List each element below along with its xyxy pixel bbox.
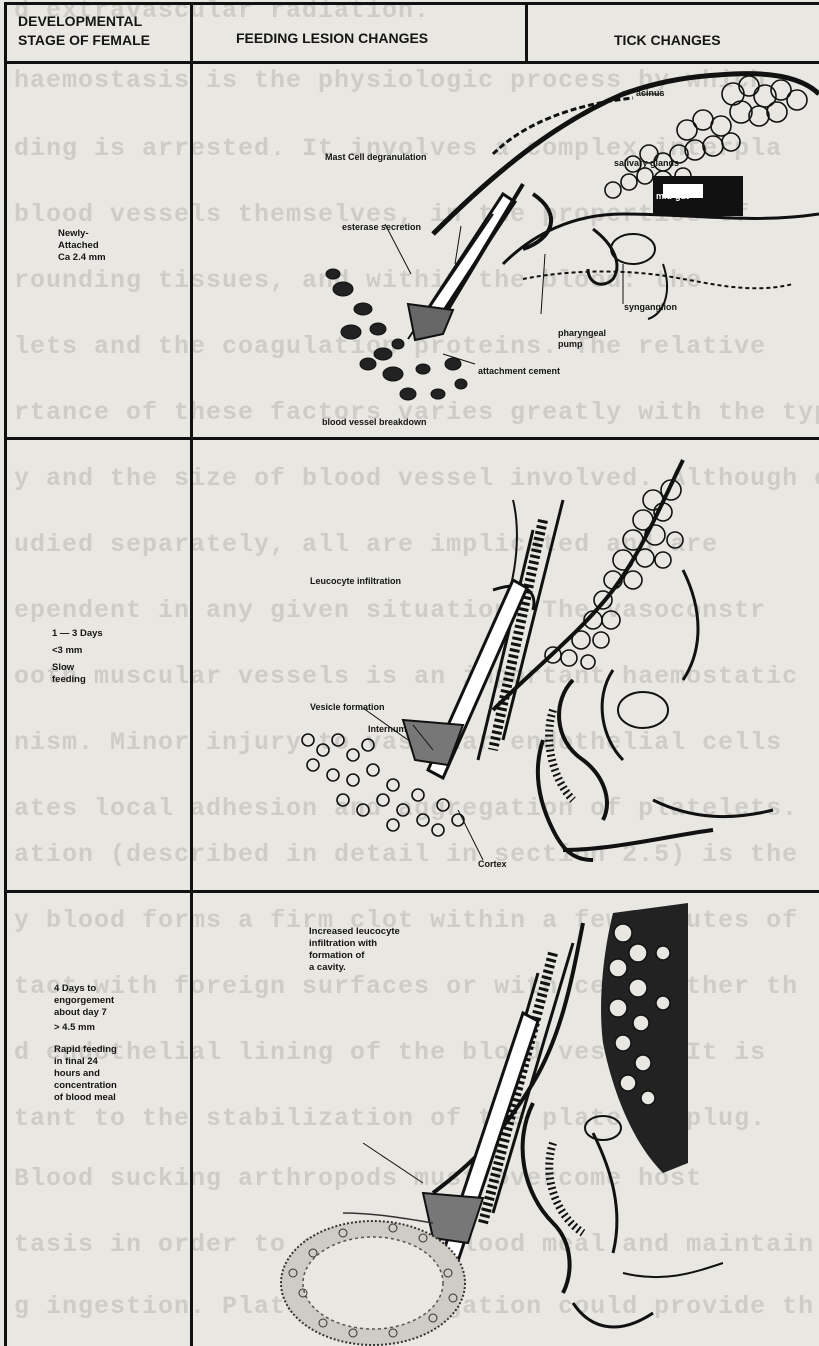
row2-stage-line4: feeding — [52, 674, 103, 686]
row2-stage-line2: <3 mm — [52, 645, 103, 657]
label-pharyngeal-pump: pharyngeal pump — [558, 328, 606, 350]
row2-stage-line3: Slow — [52, 662, 103, 674]
label-internum: Internum — [368, 724, 407, 735]
row3-stage-line4: > 4.5 mm — [54, 1022, 117, 1034]
row2-stage: 1 — 3 Days <3 mm Slow feeding — [52, 628, 103, 686]
row3-stage-line7: hours and — [54, 1068, 117, 1080]
label-leucocyte-infiltration: Leucocyte infiltration — [310, 576, 401, 587]
column-divider-2 — [525, 2, 528, 62]
row3-stage-line6: in final 24 — [54, 1056, 117, 1068]
label-increased-leucocyte: Increased leucocyte infiltration with fo… — [309, 926, 400, 974]
header-feeding-lesion: FEEDING LESION CHANGES — [236, 29, 428, 48]
header-stage: DEVELOPMENTAL STAGE OF FEMALE — [18, 12, 150, 50]
label-vesicle-formation: Vesicle formation — [310, 702, 385, 713]
label-increased-line2: infiltration with — [309, 938, 400, 950]
header-stage-line2: STAGE OF FEMALE — [18, 31, 150, 50]
label-increased-line3: formation of — [309, 950, 400, 962]
row3-stage: 4 Days to engorgement about day 7 > 4.5 … — [54, 983, 117, 1104]
row3-stage-line9: of blood meal — [54, 1092, 117, 1104]
row3-stage-line1: 4 Days to — [54, 983, 117, 995]
label-increased-line1: Increased leucocyte — [309, 926, 400, 938]
label-synganglion: synganglion — [624, 302, 677, 313]
header-tick-changes: TICK CHANGES — [614, 31, 721, 50]
label-acinus: acinus — [636, 88, 665, 99]
label-pharyngeal-line2: pump — [558, 339, 606, 350]
label-mast-cell: Mast Cell degranulation — [325, 152, 427, 163]
row1-stage-line3: Ca 2.4 mm — [58, 252, 106, 264]
label-esterase-secretion: esterase secretion — [342, 222, 421, 233]
illustration-slow-feeding — [193, 440, 819, 890]
row1-stage-line1: Newly- — [58, 228, 106, 240]
row3-stage-line3: about day 7 — [54, 1007, 117, 1019]
label-salivary-glands: salivary glands — [614, 158, 679, 169]
table-border-top — [4, 2, 819, 5]
label-pharyngeal-line1: pharyngeal — [558, 328, 606, 339]
row1-stage-line2: Attached — [58, 240, 106, 252]
illustration-newly-attached — [193, 64, 819, 437]
label-mid-gut: mid-gut — [656, 191, 689, 202]
label-increased-line4: a cavity. — [309, 962, 400, 974]
label-cortex: Cortex — [478, 859, 507, 870]
label-attachment-cement: attachment cement — [478, 366, 560, 377]
row2-stage-line1: 1 — 3 Days — [52, 628, 103, 640]
row1-stage: Newly- Attached Ca 2.4 mm — [58, 228, 106, 264]
row3-stage-line2: engorgement — [54, 995, 117, 1007]
header-stage-line1: DEVELOPMENTAL — [18, 12, 150, 31]
row3-stage-line5: Rapid feeding — [54, 1044, 117, 1056]
row3-stage-line8: concentration — [54, 1080, 117, 1092]
illustration-engorgement — [193, 893, 819, 1346]
table-left-border — [4, 2, 7, 1346]
label-blood-vessel-breakdown: blood vessel breakdown — [322, 417, 427, 428]
